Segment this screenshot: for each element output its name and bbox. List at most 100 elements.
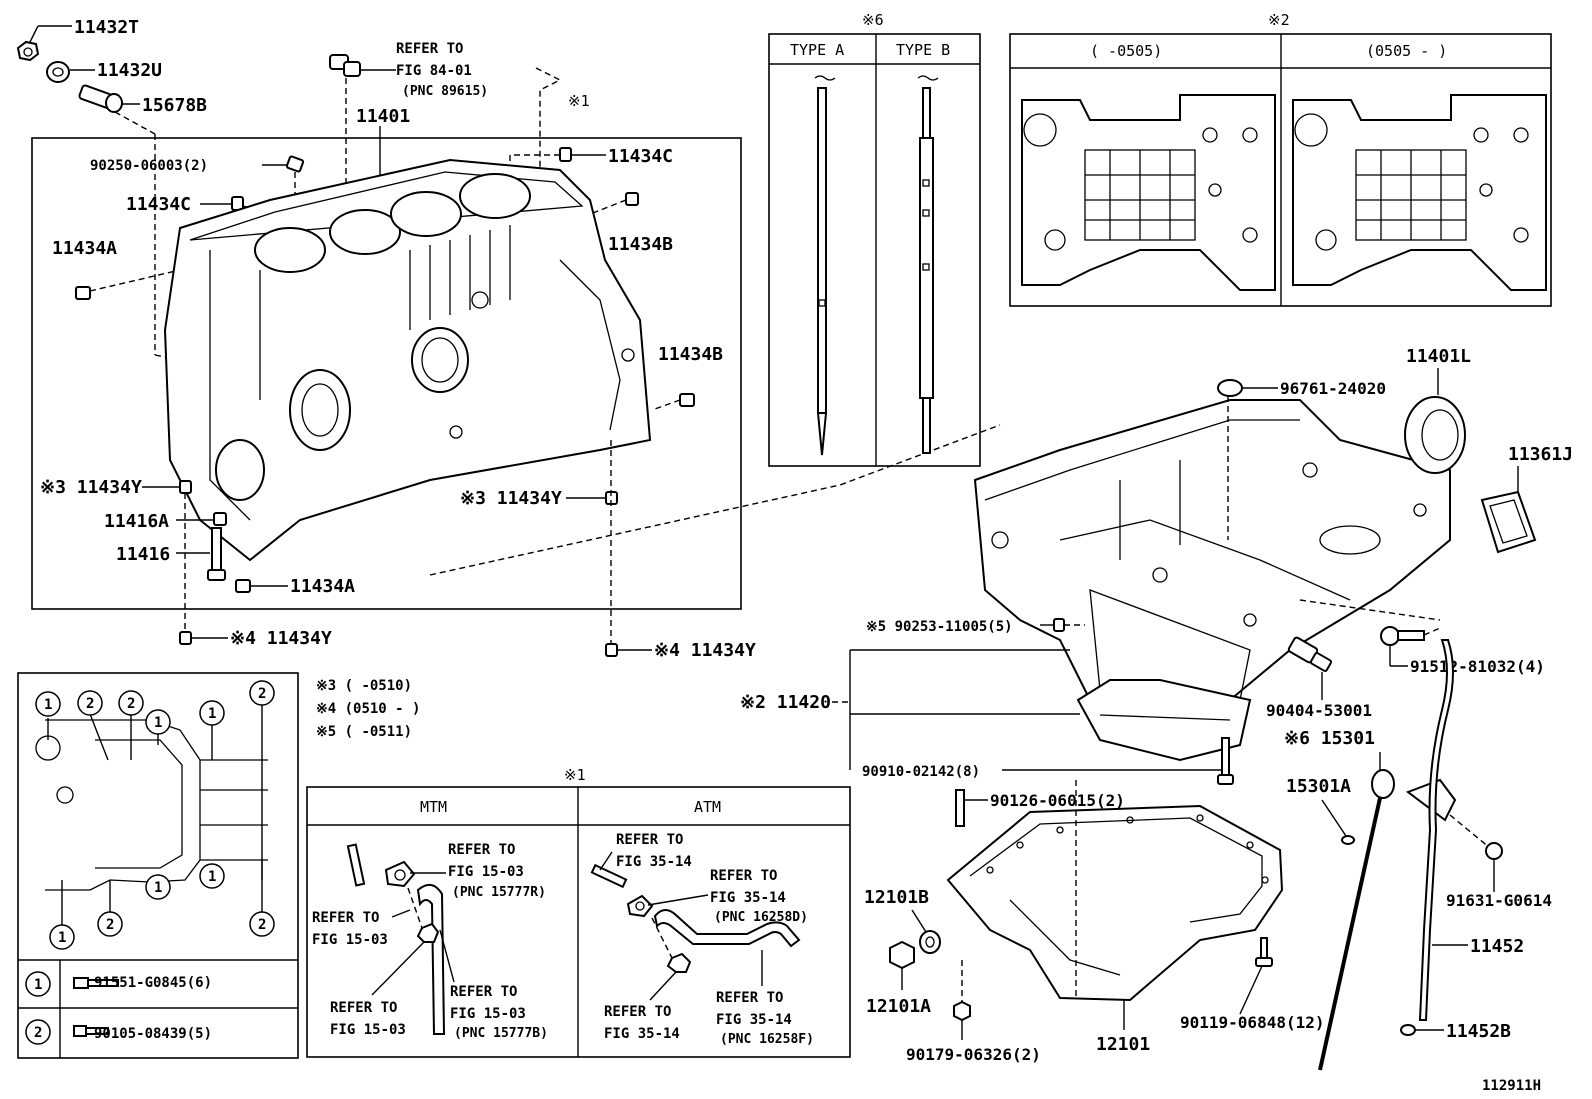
bolt-91551-icon <box>73 977 119 989</box>
upper-oil-pan-drawing <box>973 399 1451 722</box>
atm-refer3-line2: FIG 35-14 <box>604 1026 680 1042</box>
label-90910-02142: 90910-02142(8) <box>862 764 980 780</box>
note-3-text: ※3 ( -0510) <box>316 678 412 694</box>
callout-2-a-label: 2 <box>86 696 94 712</box>
callout-1-e-label: 1 <box>154 880 162 896</box>
label-90250-06003: 90250-06003(2) <box>90 158 208 174</box>
transmission-group: ※1 MTM ATM REFER TO FIG 15-03 (PNC 15777… <box>306 766 851 1058</box>
mtm-refer3-line2: FIG 15-03 <box>330 1022 406 1038</box>
label-11361J: 11361J <box>1508 444 1573 465</box>
legend-callout-1-label: 1 <box>34 977 42 993</box>
label-11416: 11416 <box>116 544 170 565</box>
callout-2-d-label: 2 <box>106 917 114 933</box>
label-15301A: 15301A <box>1286 776 1351 797</box>
callout-2-b <box>118 690 144 716</box>
label-11401: 11401 <box>356 106 410 127</box>
label-15678B: 15678B <box>142 95 207 116</box>
label-11434C-left: 11434C <box>126 194 191 215</box>
variant-left-header: ( -0505) <box>1090 42 1162 60</box>
label-12101B: 12101B <box>864 887 929 908</box>
label-11434Y-note3-right: ※3 11434Y <box>460 488 562 509</box>
type-b-header: TYPE B <box>896 41 950 59</box>
refer-84-01-line1: REFER TO <box>396 41 463 57</box>
pin-90250-icon <box>285 155 305 173</box>
atm-refer2-line3: (PNC 16258D) <box>714 910 808 925</box>
mtm-gasket-icon <box>384 860 416 888</box>
oil-pan-group: 96761-24020 11401L 11361J ※5 90253-11005… <box>740 346 1573 1071</box>
plug-11434Y-note4-right-icon <box>605 643 618 657</box>
label-11452: 11452 <box>1470 936 1524 957</box>
drain-plug-12101A-icon <box>889 940 915 970</box>
label-11434C-right: 11434C <box>608 146 673 167</box>
plug-11434B-top-icon <box>625 192 639 206</box>
mtm-header: MTM <box>420 798 447 816</box>
variant-right-header: (0505 - ) <box>1366 42 1447 60</box>
lower-oil-pan-drawing <box>946 804 1284 1002</box>
atm-refer2-line2: FIG 35-14 <box>710 890 786 906</box>
legend-callout-1 <box>25 971 51 997</box>
plug-11434A-bottom-icon <box>235 579 251 593</box>
label-12101A: 12101A <box>866 996 931 1017</box>
transmission-note-marker: ※1 <box>564 766 586 784</box>
o-ring-15301A-icon <box>1341 835 1355 845</box>
mtm-refer3-line1: REFER TO <box>330 1000 397 1016</box>
note-4-text: ※4 (0510 - ) <box>316 701 420 717</box>
plug-11432T-icon <box>16 40 40 62</box>
callout-1-f <box>199 863 225 889</box>
bolt-11416-icon <box>207 527 226 581</box>
label-11420: ※2 11420 <box>740 692 831 713</box>
callout-1-e <box>145 874 171 900</box>
callout-2-e-label: 2 <box>258 917 266 933</box>
dipstick-types-group: ※6 TYPE A TYPE B <box>768 11 981 467</box>
stud-90126-icon <box>955 789 965 827</box>
baffle-plate-icon <box>1076 679 1252 762</box>
label-11434B-top: 11434B <box>608 234 673 255</box>
o-ring-96761-icon <box>1217 379 1243 397</box>
mtm-refer2-line1: REFER TO <box>312 910 379 926</box>
label-11452B: 11452B <box>1446 1021 1511 1042</box>
variant-right-drawing-icon <box>1292 94 1547 291</box>
plug-11434Y-note4-left-icon <box>179 631 192 645</box>
atm-refer4-line1: REFER TO <box>716 990 783 1006</box>
diagram-id: 112911H <box>1482 1078 1541 1094</box>
atm-stud-icon <box>590 863 628 889</box>
mtm-tube-icon <box>416 883 446 1035</box>
label-11432U: 11432U <box>97 60 162 81</box>
callout-2-c-label: 2 <box>258 686 266 702</box>
label-11432T: 11432T <box>74 17 139 38</box>
cylinder-block-frame <box>31 137 742 610</box>
note-5-text: ※5 ( -0511) <box>316 724 412 740</box>
plug-11434A-top-icon <box>75 286 91 300</box>
legend-row1-part: 91551-G0845(6) <box>94 975 212 991</box>
label-90179-06326: 90179-06326(2) <box>906 1045 1041 1064</box>
o-ring-11452B-icon <box>1400 1024 1416 1036</box>
callout-1-b-label: 1 <box>154 715 162 731</box>
label-96761-24020: 96761-24020 <box>1280 379 1386 398</box>
dipstick-guide-11452-icon <box>1405 639 1457 1021</box>
dipstick-types-frame <box>768 33 981 467</box>
label-90119-06848: 90119-06848(12) <box>1180 1013 1325 1032</box>
legend-row2-part: 90105-08439(5) <box>94 1026 212 1042</box>
note-1-marker: ※1 <box>568 92 590 110</box>
notes-group: ※3 ( -0510) ※4 (0510 - ) ※5 ( -0511) <box>316 678 420 740</box>
plug-11434Y-left-icon <box>179 480 192 494</box>
bolt-90910-icon <box>1217 737 1234 785</box>
callout-2-b-label: 2 <box>127 696 135 712</box>
label-90404-53001: 90404-53001 <box>1266 701 1372 720</box>
collar-11416A-icon <box>213 512 227 526</box>
atm-refer1-line2: FIG 35-14 <box>616 854 692 870</box>
label-11434A-bottom: 11434A <box>290 576 355 597</box>
label-91512-81032: 91512-81032(4) <box>1410 657 1545 676</box>
note-6-marker: ※6 <box>862 11 884 29</box>
dipstick-type-a-icon <box>814 75 836 456</box>
mtm-nut-icon <box>416 922 440 943</box>
atm-gasket-icon <box>626 894 654 918</box>
label-11434A-top: 11434A <box>52 238 117 259</box>
legend-callout-2-label: 2 <box>34 1025 42 1041</box>
atm-refer4-line2: FIG 35-14 <box>716 1012 792 1028</box>
atm-pipe-icon <box>653 909 801 948</box>
mtm-stud-icon <box>346 843 366 887</box>
label-11434Y-note4-left: ※4 11434Y <box>230 628 332 649</box>
legend-callout-2 <box>25 1019 51 1045</box>
atm-refer1-line1: REFER TO <box>616 832 683 848</box>
